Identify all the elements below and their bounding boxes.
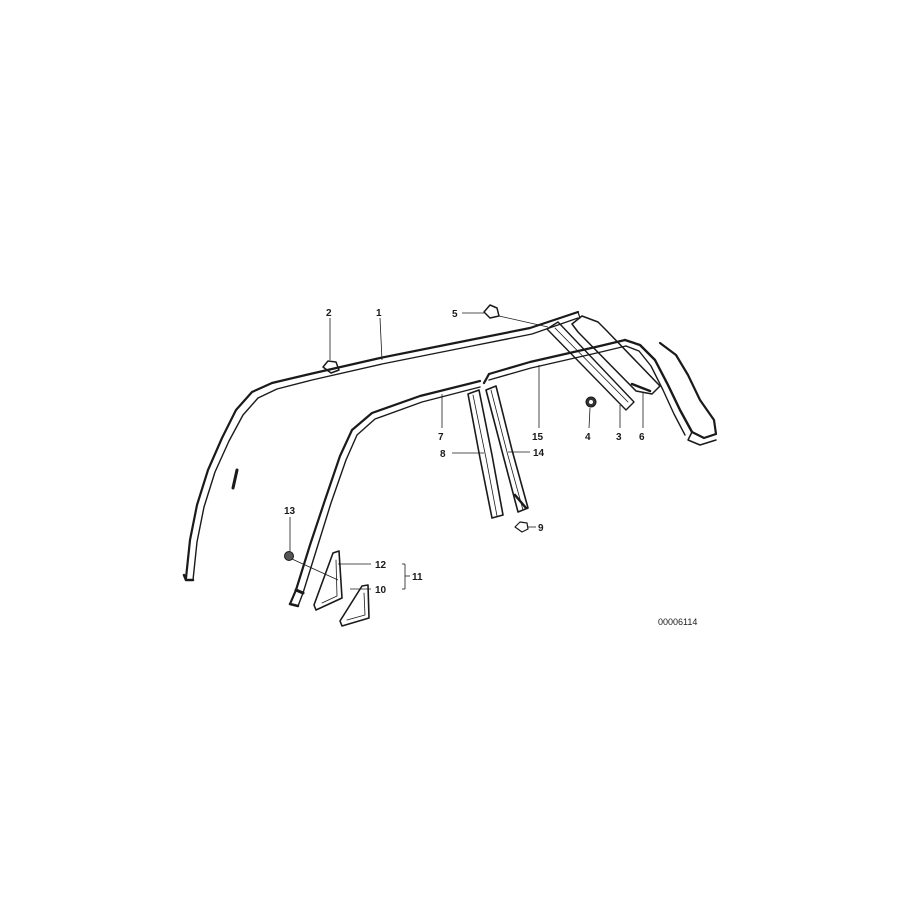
callout-11: 11	[412, 572, 423, 583]
callout-14: 14	[533, 448, 545, 459]
reference-number: 00006114	[658, 617, 697, 627]
part-8-window-channel	[467, 389, 504, 519]
part-4-screw	[585, 396, 597, 408]
callout-5: 5	[452, 309, 458, 320]
part-14-window-channel	[485, 385, 529, 513]
callout-2: 2	[326, 308, 332, 319]
part-3-pillar-panel	[546, 321, 635, 411]
part-1-roof-moulding	[182, 310, 581, 582]
callout-6: 6	[639, 432, 645, 443]
callout-9: 9	[538, 523, 544, 534]
part-9-nut	[514, 521, 529, 533]
part-15-inner-frame	[482, 338, 694, 436]
callout-12: 12	[375, 560, 387, 571]
leader-lines	[289, 312, 644, 590]
part-13-grommet	[284, 551, 294, 561]
part-10-triangle-pane	[339, 584, 370, 627]
callout-10: 10	[375, 585, 387, 596]
callout-7: 7	[438, 432, 444, 443]
part-2-clip	[322, 360, 340, 374]
part-6-pillar-panel	[571, 315, 661, 395]
callout-1: 1	[376, 308, 382, 319]
callout-4: 4	[585, 432, 591, 443]
callout-15: 15	[532, 432, 544, 443]
part-5-clip	[483, 304, 500, 319]
part-15-rear-end	[658, 341, 718, 446]
callout-3: 3	[616, 432, 622, 443]
callout-13: 13	[284, 506, 296, 517]
part-7-inner-frame-front	[288, 379, 482, 608]
callout-8: 8	[440, 449, 446, 460]
part-12-triangle-pane	[313, 550, 343, 611]
